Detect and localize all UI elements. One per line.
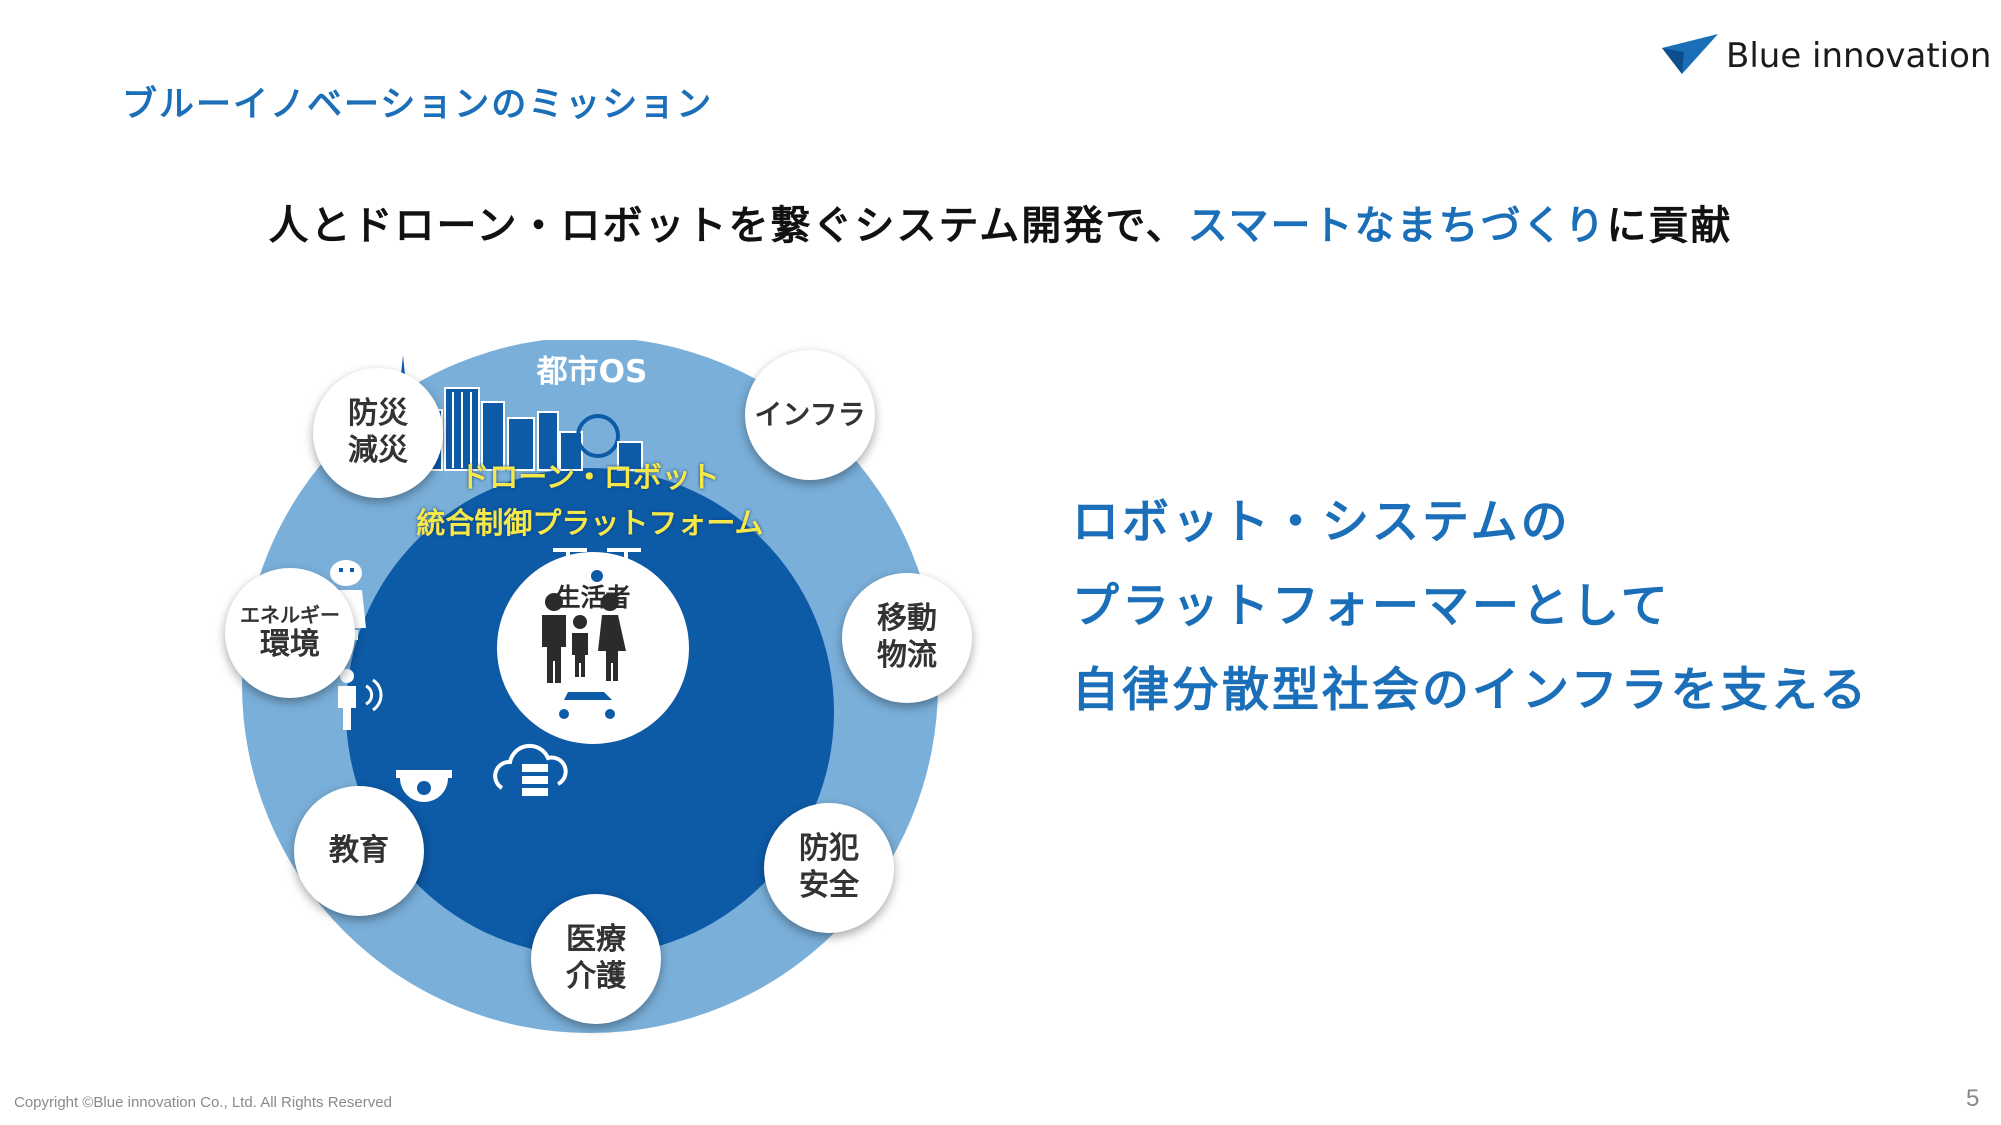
bubble-energy: エネルギー 環境 [225, 568, 355, 698]
logo-text: Blue innovation [1726, 36, 1992, 76]
copyright: Copyright ©Blue innovation Co., Ltd. All… [14, 1094, 392, 1111]
bubble-mobility-line2: 物流 [877, 638, 937, 673]
page-number: 5 [1966, 1085, 1980, 1112]
smart-city-diagram: 都市OS ドローン・ロボット 統合制御プラットフォーム 生活者 防災 減災 イン… [220, 340, 1000, 1040]
cloud-server-icon [493, 743, 568, 796]
bubble-security-line2: 安全 [799, 868, 859, 903]
section-title: ブルーイノベーションのミッション [122, 85, 714, 125]
bubble-energy-line1: エネルギー [240, 602, 340, 627]
car-icon [546, 684, 622, 721]
bubble-mobility: 移動 物流 [842, 573, 972, 703]
outer-ring-label: 都市OS [536, 354, 648, 390]
family-icon [542, 593, 626, 683]
headline-highlight: スマートなまちづくり [1187, 203, 1607, 249]
bubble-energy-line2: 環境 [260, 626, 320, 662]
platform-label-line2: 統合制御プラットフォーム [416, 506, 764, 540]
headline-suffix: に貢献 [1606, 203, 1733, 249]
bubble-infrastructure: インフラ [745, 350, 875, 480]
mission-message: ロボット・システムの プラットフォーマーとして 自律分散型社会のインフラを支える [1072, 488, 1869, 740]
bubble-infrastructure-line1: インフラ [754, 397, 866, 431]
headline-prefix: 人とドローン・ロボットを繋ぐシステム開発で、 [268, 203, 1188, 249]
bubble-medical-line1: 医療 [566, 922, 626, 958]
mission-line-2: プラットフォーマーとして [1072, 579, 1671, 634]
mission-line-3: 自律分散型社会のインフラを支える [1072, 663, 1870, 718]
bubble-security: 防犯 安全 [764, 803, 894, 933]
bubble-medical: 医療 介護 [531, 894, 661, 1024]
drone-icon [553, 548, 641, 586]
headline: 人とドローン・ロボットを繋ぐシステム開発で、スマートなまちづくりに貢献 [0, 193, 2001, 251]
bubble-security-line1: 防犯 [799, 831, 859, 867]
bubble-education: 教育 [294, 786, 424, 916]
bubble-disaster-line1: 防災 [348, 396, 408, 432]
logo-mark-icon [1662, 34, 1718, 74]
mission-line-1: ロボット・システムの [1072, 495, 1571, 550]
bubble-mobility-line1: 移動 [877, 601, 937, 637]
center-circle [497, 552, 689, 744]
security-camera-icon [396, 770, 452, 802]
platform-label-line1: ドローン・ロボット [460, 460, 720, 494]
company-logo: Blue innovation [1662, 32, 1991, 82]
bubble-disaster-line2: 減災 [348, 433, 408, 468]
center-label: 生活者 [555, 583, 631, 612]
bubble-medical-line2: 介護 [566, 959, 626, 994]
bubble-education-line1: 教育 [329, 832, 389, 868]
person-signal-icon [338, 669, 383, 730]
bubble-disaster: 防災 減災 [313, 368, 443, 498]
